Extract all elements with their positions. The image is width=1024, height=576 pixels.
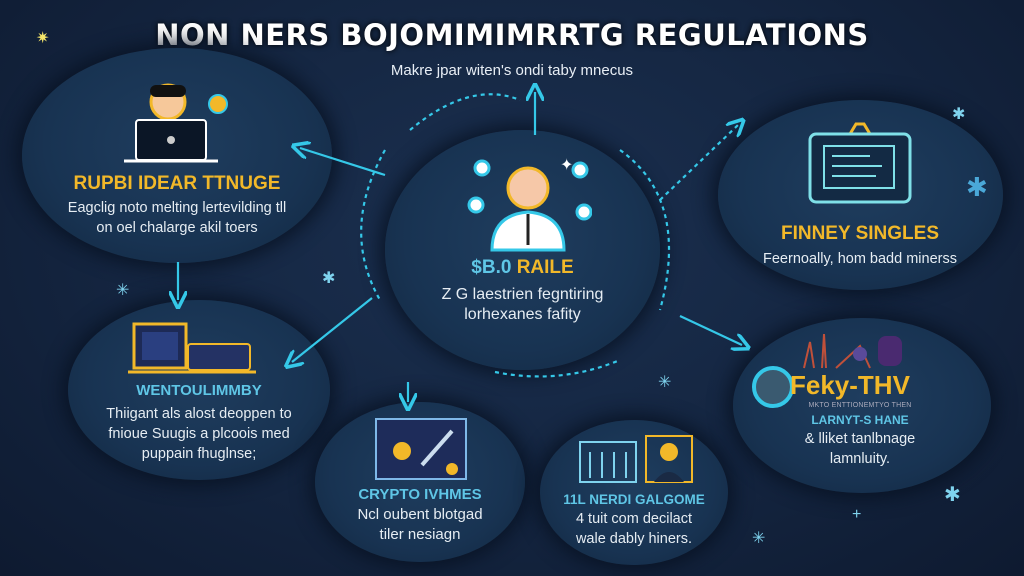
- node-mid-left: WENTOULIMMBY Thiigant als alost deoppen …: [68, 382, 330, 464]
- arrow-to-top-left: [300, 148, 386, 177]
- node-center: $B.0 RAILE Z G laestrien fegntiring lorh…: [390, 257, 655, 325]
- node-top-right: FINNEY SINGLES Feernoally, hom badd mine…: [720, 223, 1000, 269]
- node-text: lamnluity.: [829, 451, 891, 467]
- node-text: on oel chalarge akil toers: [96, 220, 258, 236]
- node-top-left: RUPBI IDEAR TTNUGE Eagclig noto melting …: [20, 173, 334, 238]
- computer-setup-icon: [128, 320, 258, 376]
- page-title: NON NERS BOJOMIMIMRRTG REGULATIONS: [155, 18, 869, 52]
- node-text: Feernoally, hom badd minerss: [763, 251, 957, 267]
- sparkle-icon: ✱: [952, 106, 966, 123]
- sparkle-icon: +: [852, 506, 862, 523]
- arc-top: [409, 93, 521, 131]
- node-text: Eagclig noto melting lertevilding tll: [67, 200, 287, 216]
- node-text: tiler nesiagn: [379, 526, 461, 543]
- node-title: RUPBI IDEAR TTNUGE: [73, 173, 281, 194]
- node-text: wale dably hiners.: [575, 531, 693, 547]
- node-text: puppain fhuglnse;: [141, 446, 257, 462]
- node-title: 11L NERDI GALGOME: [563, 492, 705, 507]
- page-subtitle: Makre jpar witen's ondi taby mnecus: [390, 62, 634, 79]
- node-title: WENTOULIMMBY: [136, 382, 262, 399]
- arc-right: [619, 149, 671, 311]
- node-bottom-center: CRYPTO IVHMES Ncl oubent blotgad tiler n…: [315, 486, 525, 545]
- arrow-to-top-right: [659, 125, 738, 201]
- sparkle-icon: ✱: [944, 484, 961, 506]
- node-title: RAILE: [516, 257, 574, 278]
- node-title-prefix: $B.0: [471, 257, 512, 278]
- arrow-to-mid-right: [679, 315, 742, 345]
- user-avatar-icon: [462, 150, 593, 255]
- node-text: Z G laestrien fegntiring: [441, 286, 604, 303]
- node-subtitle: LARNYT-S HANE: [811, 413, 909, 427]
- bank-miner-icon: [576, 428, 696, 486]
- node-title: Feky-THV: [790, 370, 910, 400]
- arc-bottom: [494, 358, 621, 378]
- skyline-icon: [800, 332, 910, 372]
- node-mid-right-body: MKTO ENTTIONEMTYO THEN LARNYT-S HANE & l…: [760, 402, 960, 469]
- sparkle-icon: ✳: [116, 282, 130, 299]
- node-tagline: MKTO ENTTIONEMTYO THEN: [808, 402, 912, 409]
- node-title: CRYPTO IVHMES: [358, 486, 482, 503]
- node-text: Thiigant als alost deoppen to: [106, 406, 292, 422]
- node-text: lorhexanes fafity: [464, 306, 581, 323]
- miner-badge-icon: [752, 366, 794, 408]
- node-title: FINNEY SINGLES: [780, 223, 939, 244]
- node-text: fnioue Suugis a plcoois med: [108, 426, 290, 442]
- sparkle-icon: ✱: [966, 172, 988, 202]
- bubble-bottom-right: [540, 420, 728, 565]
- sparkle-icon: ✱: [322, 270, 336, 287]
- crypto-screen-icon: [372, 415, 472, 483]
- arc-left: [360, 149, 386, 301]
- bubble-mid-left: [68, 300, 330, 480]
- sparkle-icon: ✳: [752, 530, 766, 547]
- person-laptop-icon: [118, 82, 238, 164]
- node-text: Ncl oubent blotgad: [357, 506, 483, 523]
- sparkle-icon: ✳: [658, 374, 672, 391]
- sparkle-icon: ✦: [560, 157, 574, 174]
- document-screen-icon: [800, 120, 920, 210]
- node-text: 4 tuit com decilact: [575, 511, 693, 527]
- node-mid-right: Feky-THV: [790, 370, 960, 401]
- node-bottom-right: 11L NERDI GALGOME 4 tuit com decilact wa…: [540, 492, 728, 549]
- arrow-to-mid-left: [292, 297, 373, 362]
- sparkle-icon: ✷: [36, 30, 50, 47]
- node-text: & lliket tanlbnage: [804, 431, 916, 447]
